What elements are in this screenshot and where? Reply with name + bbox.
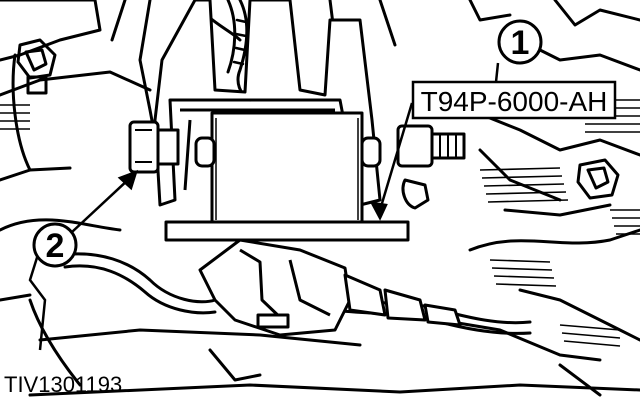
rubber-mount-block: [164, 111, 410, 242]
callout-1-bubble: 1: [497, 19, 543, 65]
callout-2-leaders: [28, 169, 138, 351]
electrical-connector: [198, 238, 462, 337]
left-mount-bolt: [128, 120, 180, 174]
callout-2-label: 2: [46, 227, 65, 265]
figure-id: TIV1301193: [4, 372, 122, 397]
tool-number-text: T94P-6000-AH: [421, 86, 608, 117]
callout-1-label: 1: [511, 24, 530, 62]
right-mount-bolt: [396, 124, 466, 210]
callout-2-bubble: 2: [32, 222, 78, 268]
tool-number-label: T94P-6000-AH: [411, 80, 617, 120]
callout-1-leaders: [369, 62, 500, 221]
